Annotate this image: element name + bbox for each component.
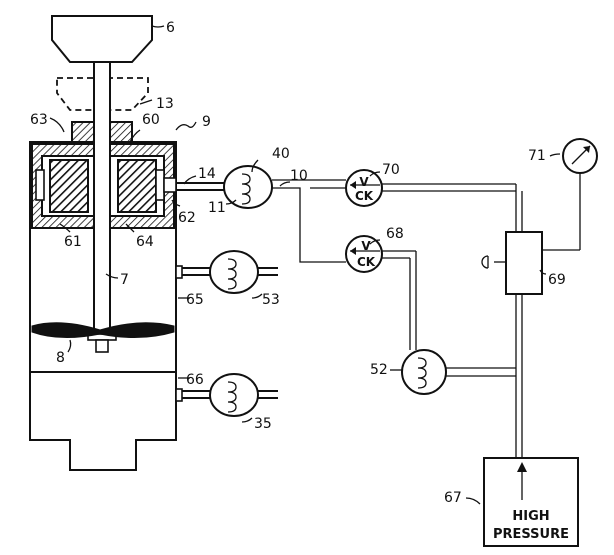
gauge-52 (401, 349, 516, 395)
tank-label-line1: HIGH (512, 509, 549, 524)
ref-62: 62 (178, 210, 196, 226)
hopper (51, 15, 153, 63)
valve68-ck: CK (357, 255, 376, 269)
ref-67: 67 (444, 490, 462, 506)
check-valve-70 (345, 169, 516, 207)
ref-68: 68 (386, 226, 404, 242)
ref-9: 9 (202, 114, 211, 130)
ref-7: 7 (120, 272, 129, 288)
ref-40: 40 (272, 146, 290, 162)
ref-69: 69 (548, 272, 566, 288)
shaft (87, 61, 117, 353)
ref-14: 14 (198, 166, 216, 182)
high-pressure-tank: HIGH PRESSURE (483, 457, 579, 547)
valve68-v: V (361, 239, 371, 253)
ref-64: 64 (136, 234, 154, 250)
ref-60: 60 (142, 112, 160, 128)
ref-53: 53 (262, 292, 280, 308)
ref-10: 10 (290, 168, 308, 184)
tank-label-line2: PRESSURE (493, 527, 569, 542)
dashed-hopper-outline (56, 77, 149, 111)
gauge-35 (175, 373, 278, 417)
ref-70: 70 (382, 162, 400, 178)
ref-8: 8 (56, 350, 65, 366)
line-to-tank (515, 294, 523, 458)
check-valve-68 (345, 235, 417, 350)
gauge-53 (175, 250, 278, 294)
valve70-ck: CK (355, 189, 374, 203)
ref-11: 11 (208, 200, 226, 216)
ref-66: 66 (186, 372, 204, 388)
leader-lines (49, 25, 561, 505)
ref-65: 65 (186, 292, 204, 308)
regulator-69 (481, 172, 581, 295)
pressure-gauge-71 (562, 138, 598, 174)
ref-35: 35 (254, 416, 272, 432)
ref-71: 71 (528, 148, 546, 164)
diaphragm (31, 322, 175, 339)
ref-52: 52 (370, 362, 388, 378)
ref-63: 63 (30, 112, 48, 128)
line-to-69 (515, 184, 523, 232)
valve70-v: V (359, 175, 369, 189)
ref-61: 61 (64, 234, 82, 250)
ref-13: 13 (156, 96, 174, 112)
ref-6: 6 (166, 20, 175, 36)
